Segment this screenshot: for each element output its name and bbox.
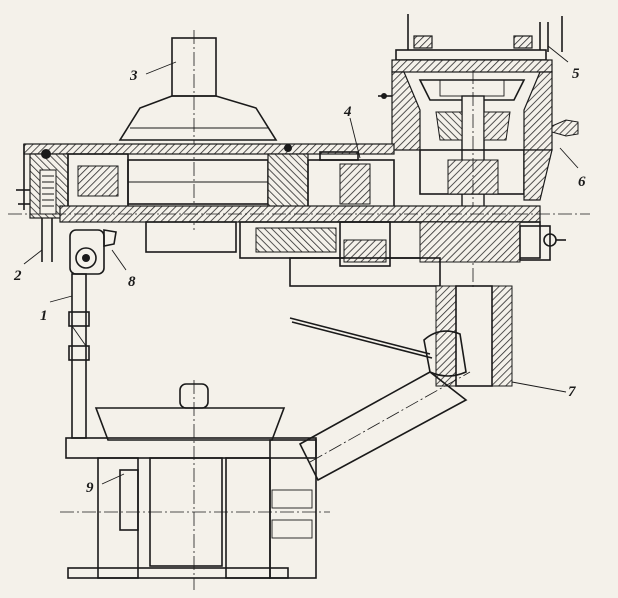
outlet-7 [289,257,513,482]
main-housing [8,143,590,267]
base-unit-9 [60,380,330,590]
leader-lines [23,45,579,485]
drive-housing [378,14,579,290]
label-1: 1 [40,308,48,324]
label-4: 4 [343,104,352,120]
callout-labels: 3 4 5 6 7 2 8 1 9 [13,66,586,496]
label-7: 7 [568,384,576,400]
label-9: 9 [86,480,94,496]
label-2: 2 [13,268,22,284]
label-3: 3 [129,68,138,84]
arm-assembly [41,218,117,439]
label-8: 8 [128,274,136,290]
label-6: 6 [578,174,586,190]
label-5: 5 [572,66,580,82]
chute-3 [118,30,278,230]
